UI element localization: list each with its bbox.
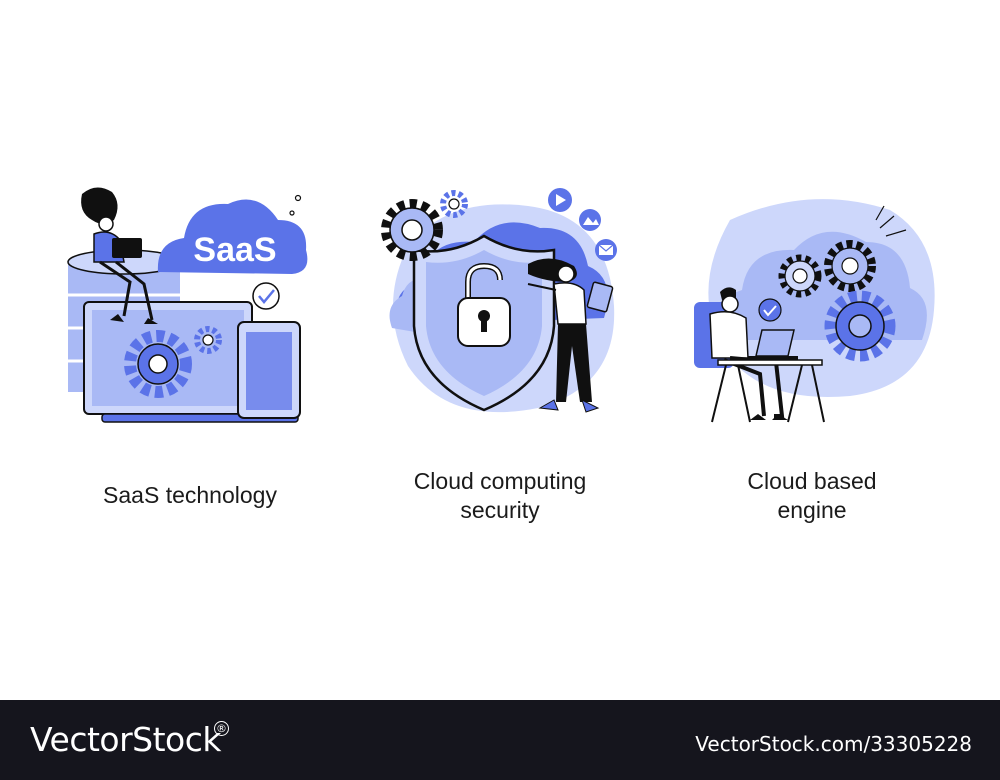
person-figure — [527, 258, 614, 413]
panel-title-line: Cloud computing — [413, 468, 587, 494]
mail-icon — [595, 239, 617, 261]
footer-bar: VectorStock ® VectorStock.com/33305228 — [0, 700, 1000, 780]
play-icon — [548, 188, 572, 212]
checkmark-icon — [252, 282, 280, 310]
security-illustration — [381, 188, 617, 413]
checkmark-icon — [758, 298, 782, 322]
cloud-icon — [157, 194, 308, 274]
brand-logo: VectorStock — [30, 720, 222, 759]
tablet-icon — [237, 321, 301, 419]
saas-illustration — [67, 187, 308, 423]
gear-icon — [778, 240, 896, 362]
image-icon — [579, 209, 601, 231]
person-figure — [81, 187, 158, 324]
panel-title-saas: SaaS technology — [60, 481, 320, 510]
engine-illustration — [694, 199, 935, 423]
padlock-icon — [457, 262, 511, 347]
saas-badge: SaaS — [193, 231, 277, 269]
panel-title-line: Cloud based — [747, 468, 877, 494]
laptop-icon — [748, 329, 798, 360]
panel-title-line: SaaS technology — [103, 482, 277, 508]
panel-title-engine: Cloud based engine — [682, 467, 942, 525]
panel-title-line: security — [460, 497, 540, 523]
gear-icon — [381, 190, 468, 261]
image-id-link[interactable]: VectorStock.com/33305228 — [695, 732, 972, 756]
panel-title-line: engine — [777, 497, 847, 523]
registered-mark: ® — [214, 721, 229, 736]
gear-icon — [124, 326, 222, 398]
panel-title-security: Cloud computing security — [370, 467, 630, 525]
